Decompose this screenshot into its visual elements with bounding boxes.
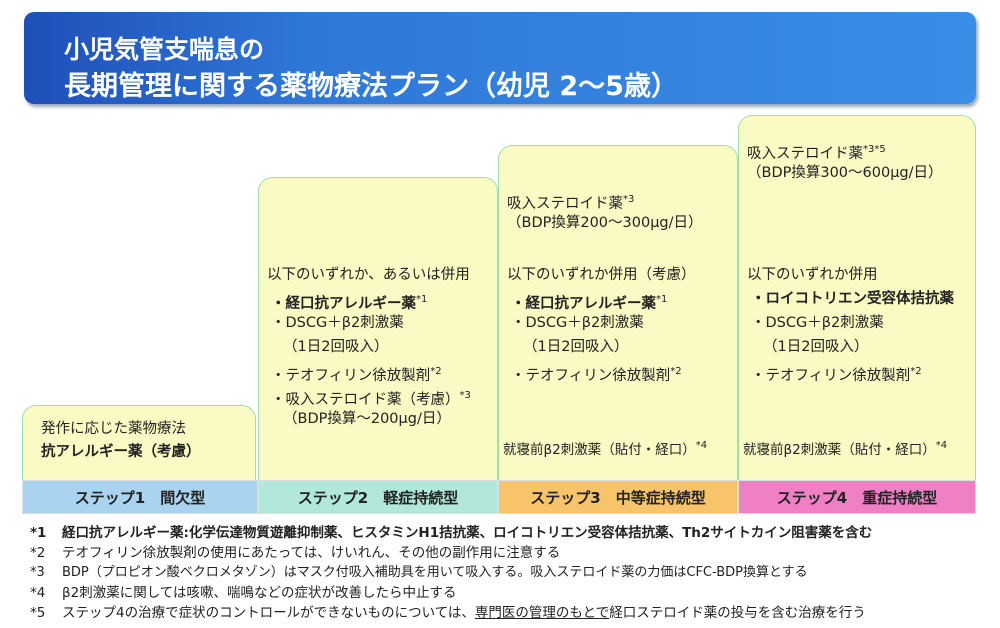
step3-box: 吸入ステロイド薬*3 （BDP換算200～300μg/日） 以下のいずれか併用（…: [498, 145, 738, 480]
step4-steroid: 吸入ステロイド薬: [747, 146, 863, 162]
footnote-ref: *4: [695, 440, 708, 451]
step3-item-note: （1日2回吸入）: [523, 339, 629, 355]
step3-item: ・テオフィリン徐放製剤: [511, 368, 671, 384]
footnote-ref: *3*5: [863, 144, 886, 155]
footnote-ref: *3: [459, 390, 471, 401]
step3-bedtime: 就寝前β2刺激薬（貼付・経口）: [503, 442, 696, 458]
footnote-ref: *3: [623, 194, 635, 205]
step3-intro: 以下のいずれか併用（考慮）: [507, 267, 696, 283]
step1-text: 発作に応じた薬物療法: [41, 421, 186, 437]
step4-box: 吸入ステロイド薬*3*5 （BDP換算300～600μg/日） 以下のいずれか併…: [738, 115, 976, 480]
step4-item: ・DSCG＋β2刺激薬: [751, 315, 884, 331]
step4-label: ステップ4 重症持続型: [738, 480, 976, 514]
footnote-ref: *1: [416, 294, 428, 305]
footnote-ref: *1: [656, 294, 668, 305]
footnote-ref: *2: [670, 366, 682, 377]
step2-intro: 以下のいずれか、あるいは併用: [267, 267, 470, 283]
step3-item: ・経口抗アレルギー薬: [511, 296, 656, 312]
step4-bedtime: 就寝前β2刺激薬（貼付・経口）: [743, 442, 936, 458]
step3-item: ・DSCG＋β2刺激薬: [511, 315, 644, 331]
step1-box: 発作に応じた薬物療法 抗アレルギー薬（考慮）: [22, 405, 256, 480]
step4-dose: （BDP換算300～600μg/日）: [747, 165, 943, 181]
step3-label: ステップ3 中等症持続型: [498, 480, 738, 514]
step2-item: ・経口抗アレルギー薬: [271, 296, 416, 312]
step2-item-note: （BDP換算～200μg/日）: [283, 411, 451, 427]
step3-dose: （BDP換算200～300μg/日）: [507, 215, 703, 231]
footnote-ref: *2: [430, 366, 442, 377]
step1-label: ステップ1 間欠型: [22, 480, 258, 514]
step2-box: 以下のいずれか、あるいは併用 ・経口抗アレルギー薬*1 ・DSCG＋β2刺激薬 …: [258, 177, 498, 480]
step3-steroid: 吸入ステロイド薬: [507, 196, 623, 212]
step4-item: ・テオフィリン徐放製剤: [751, 368, 911, 384]
title-line1: 小児気管支喘息の: [64, 35, 265, 64]
step2-item: ・テオフィリン徐放製剤: [271, 368, 431, 384]
step4-item-note: （1日2回吸入）: [763, 339, 869, 355]
step4-intro: 以下のいずれか併用: [747, 267, 878, 283]
footnote-ref: *4: [935, 440, 948, 451]
step4-item: ・ロイコトリエン受容体拮抗薬: [751, 291, 954, 307]
step2-item: ・吸入ステロイド薬（考慮）: [271, 392, 460, 408]
step2-item: ・DSCG＋β2刺激薬: [271, 315, 404, 331]
step2-item-note: （1日2回吸入）: [283, 339, 389, 355]
step1-drug: 抗アレルギー薬（考慮）: [41, 444, 201, 460]
step2-label: ステップ2 軽症持続型: [258, 480, 498, 514]
title-banner: 小児気管支喘息の 長期管理に関する薬物療法プラン（幼児 2～5歳）: [24, 12, 976, 104]
footnote-ref: *2: [910, 366, 922, 377]
title-line2: 長期管理に関する薬物療法プラン（幼児 2～5歳）: [64, 71, 678, 102]
